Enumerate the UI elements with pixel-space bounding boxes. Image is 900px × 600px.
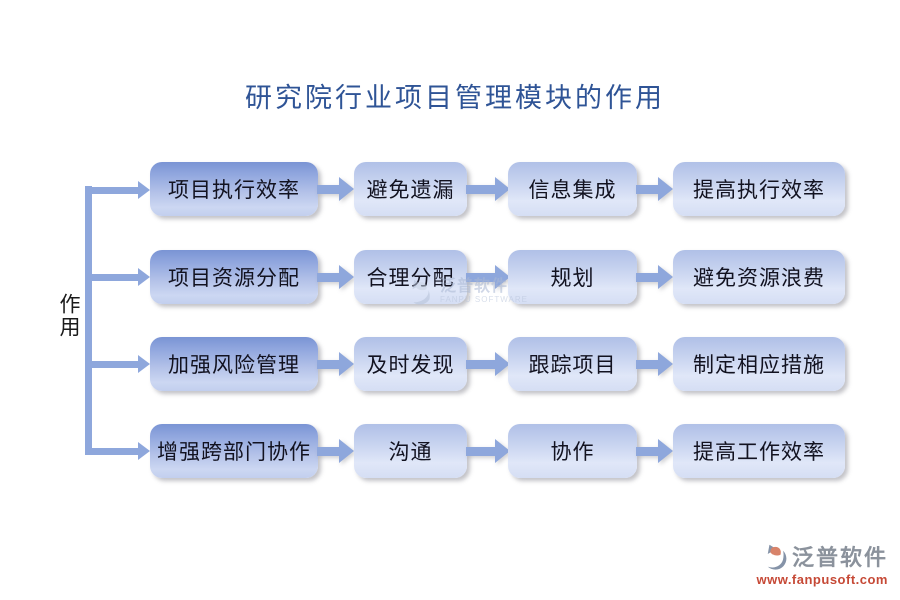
flow-arrow	[636, 177, 673, 201]
arrow-head-icon	[658, 265, 673, 289]
arrow-bar	[85, 273, 138, 281]
stage-box-formulate-measures: 制定相应措施	[673, 337, 845, 391]
stage-box-track-project: 跟踪项目	[508, 337, 637, 391]
stage-box-execution-efficiency: 项目执行效率	[150, 162, 318, 216]
stage-box-cross-department: 增强跨部门协作	[150, 424, 318, 478]
page-title: 研究院行业项目管理模块的作用	[245, 83, 665, 113]
flow-arrow	[636, 439, 673, 463]
watermark-logo-icon	[412, 279, 431, 305]
arrow-bar	[636, 446, 658, 456]
fanpu-logo-icon	[767, 544, 787, 570]
stage-box-improve-work-efficiency: 提高工作效率	[673, 424, 845, 478]
arrow-bar	[636, 184, 658, 194]
arrow-bar	[317, 446, 339, 456]
arrow-head-icon	[138, 181, 150, 199]
arrow-head-icon	[339, 177, 354, 201]
flow-arrow	[317, 352, 354, 376]
stage-box-improve-execution: 提高执行效率	[673, 162, 845, 216]
brand-row: 泛普软件	[761, 540, 888, 572]
brand-name: 泛普软件	[791, 545, 888, 570]
arrow-bar	[466, 446, 495, 456]
flow-arrow	[636, 352, 673, 376]
arrow-bar	[466, 272, 495, 282]
branch-arrow-row3	[85, 355, 150, 373]
arrow-bar	[85, 447, 138, 455]
connector-trunk-line	[85, 186, 92, 455]
arrow-head-icon	[658, 352, 673, 376]
stage-box-communication: 沟通	[354, 424, 467, 478]
arrow-bar	[636, 359, 658, 369]
side-axis-label: 作用	[57, 293, 81, 339]
stage-box-resource-allocation: 项目资源分配	[150, 250, 318, 304]
watermark-brand: 泛普软件	[440, 278, 509, 296]
flow-arrow	[317, 265, 354, 289]
arrow-head-icon	[138, 442, 150, 460]
flow-arrow	[466, 352, 510, 376]
watermark-text: 泛普软件 FANPU SOFTWARE	[440, 278, 528, 305]
flow-arrow	[466, 177, 510, 201]
branch-arrow-row4	[85, 442, 150, 460]
stage-box-avoid-omission: 避免遗漏	[354, 162, 467, 216]
arrow-head-icon	[495, 265, 510, 289]
arrow-bar	[317, 272, 339, 282]
arrow-head-icon	[495, 439, 510, 463]
watermark-subtext: FANPU SOFTWARE	[440, 295, 528, 305]
arrow-head-icon	[339, 439, 354, 463]
stage-box-avoid-waste: 避免资源浪费	[673, 250, 845, 304]
stage-box-timely-discovery: 及时发现	[354, 337, 467, 391]
arrow-bar	[317, 184, 339, 194]
brand-url: www.fanpusoft.com	[756, 572, 888, 587]
arrow-bar	[466, 184, 495, 194]
arrow-head-icon	[495, 177, 510, 201]
stage-box-information-integration: 信息集成	[508, 162, 637, 216]
arrow-bar	[85, 186, 138, 194]
arrow-bar	[466, 359, 495, 369]
flow-arrow	[636, 265, 673, 289]
flow-arrow	[317, 439, 354, 463]
arrow-head-icon	[339, 265, 354, 289]
stage-box-planning: 规划	[508, 250, 637, 304]
arrow-bar	[85, 360, 138, 368]
arrow-head-icon	[138, 355, 150, 373]
arrow-head-icon	[658, 177, 673, 201]
watermark: 泛普软件 FANPU SOFTWARE	[405, 277, 528, 307]
flow-arrow	[317, 177, 354, 201]
branch-arrow-row2	[85, 268, 150, 286]
arrow-head-icon	[658, 439, 673, 463]
arrow-bar	[636, 272, 658, 282]
arrow-bar	[317, 359, 339, 369]
stage-box-collaboration: 协作	[508, 424, 637, 478]
arrow-head-icon	[495, 352, 510, 376]
stage-box-reasonable-allocation: 合理分配	[354, 250, 467, 304]
footer-brand: 泛普软件 www.fanpusoft.com	[756, 540, 888, 587]
branch-arrow-row1	[85, 181, 150, 199]
stage-box-risk-management: 加强风险管理	[150, 337, 318, 391]
arrow-head-icon	[339, 352, 354, 376]
flow-arrow	[466, 265, 510, 289]
flow-arrow	[466, 439, 510, 463]
arrow-head-icon	[138, 268, 150, 286]
